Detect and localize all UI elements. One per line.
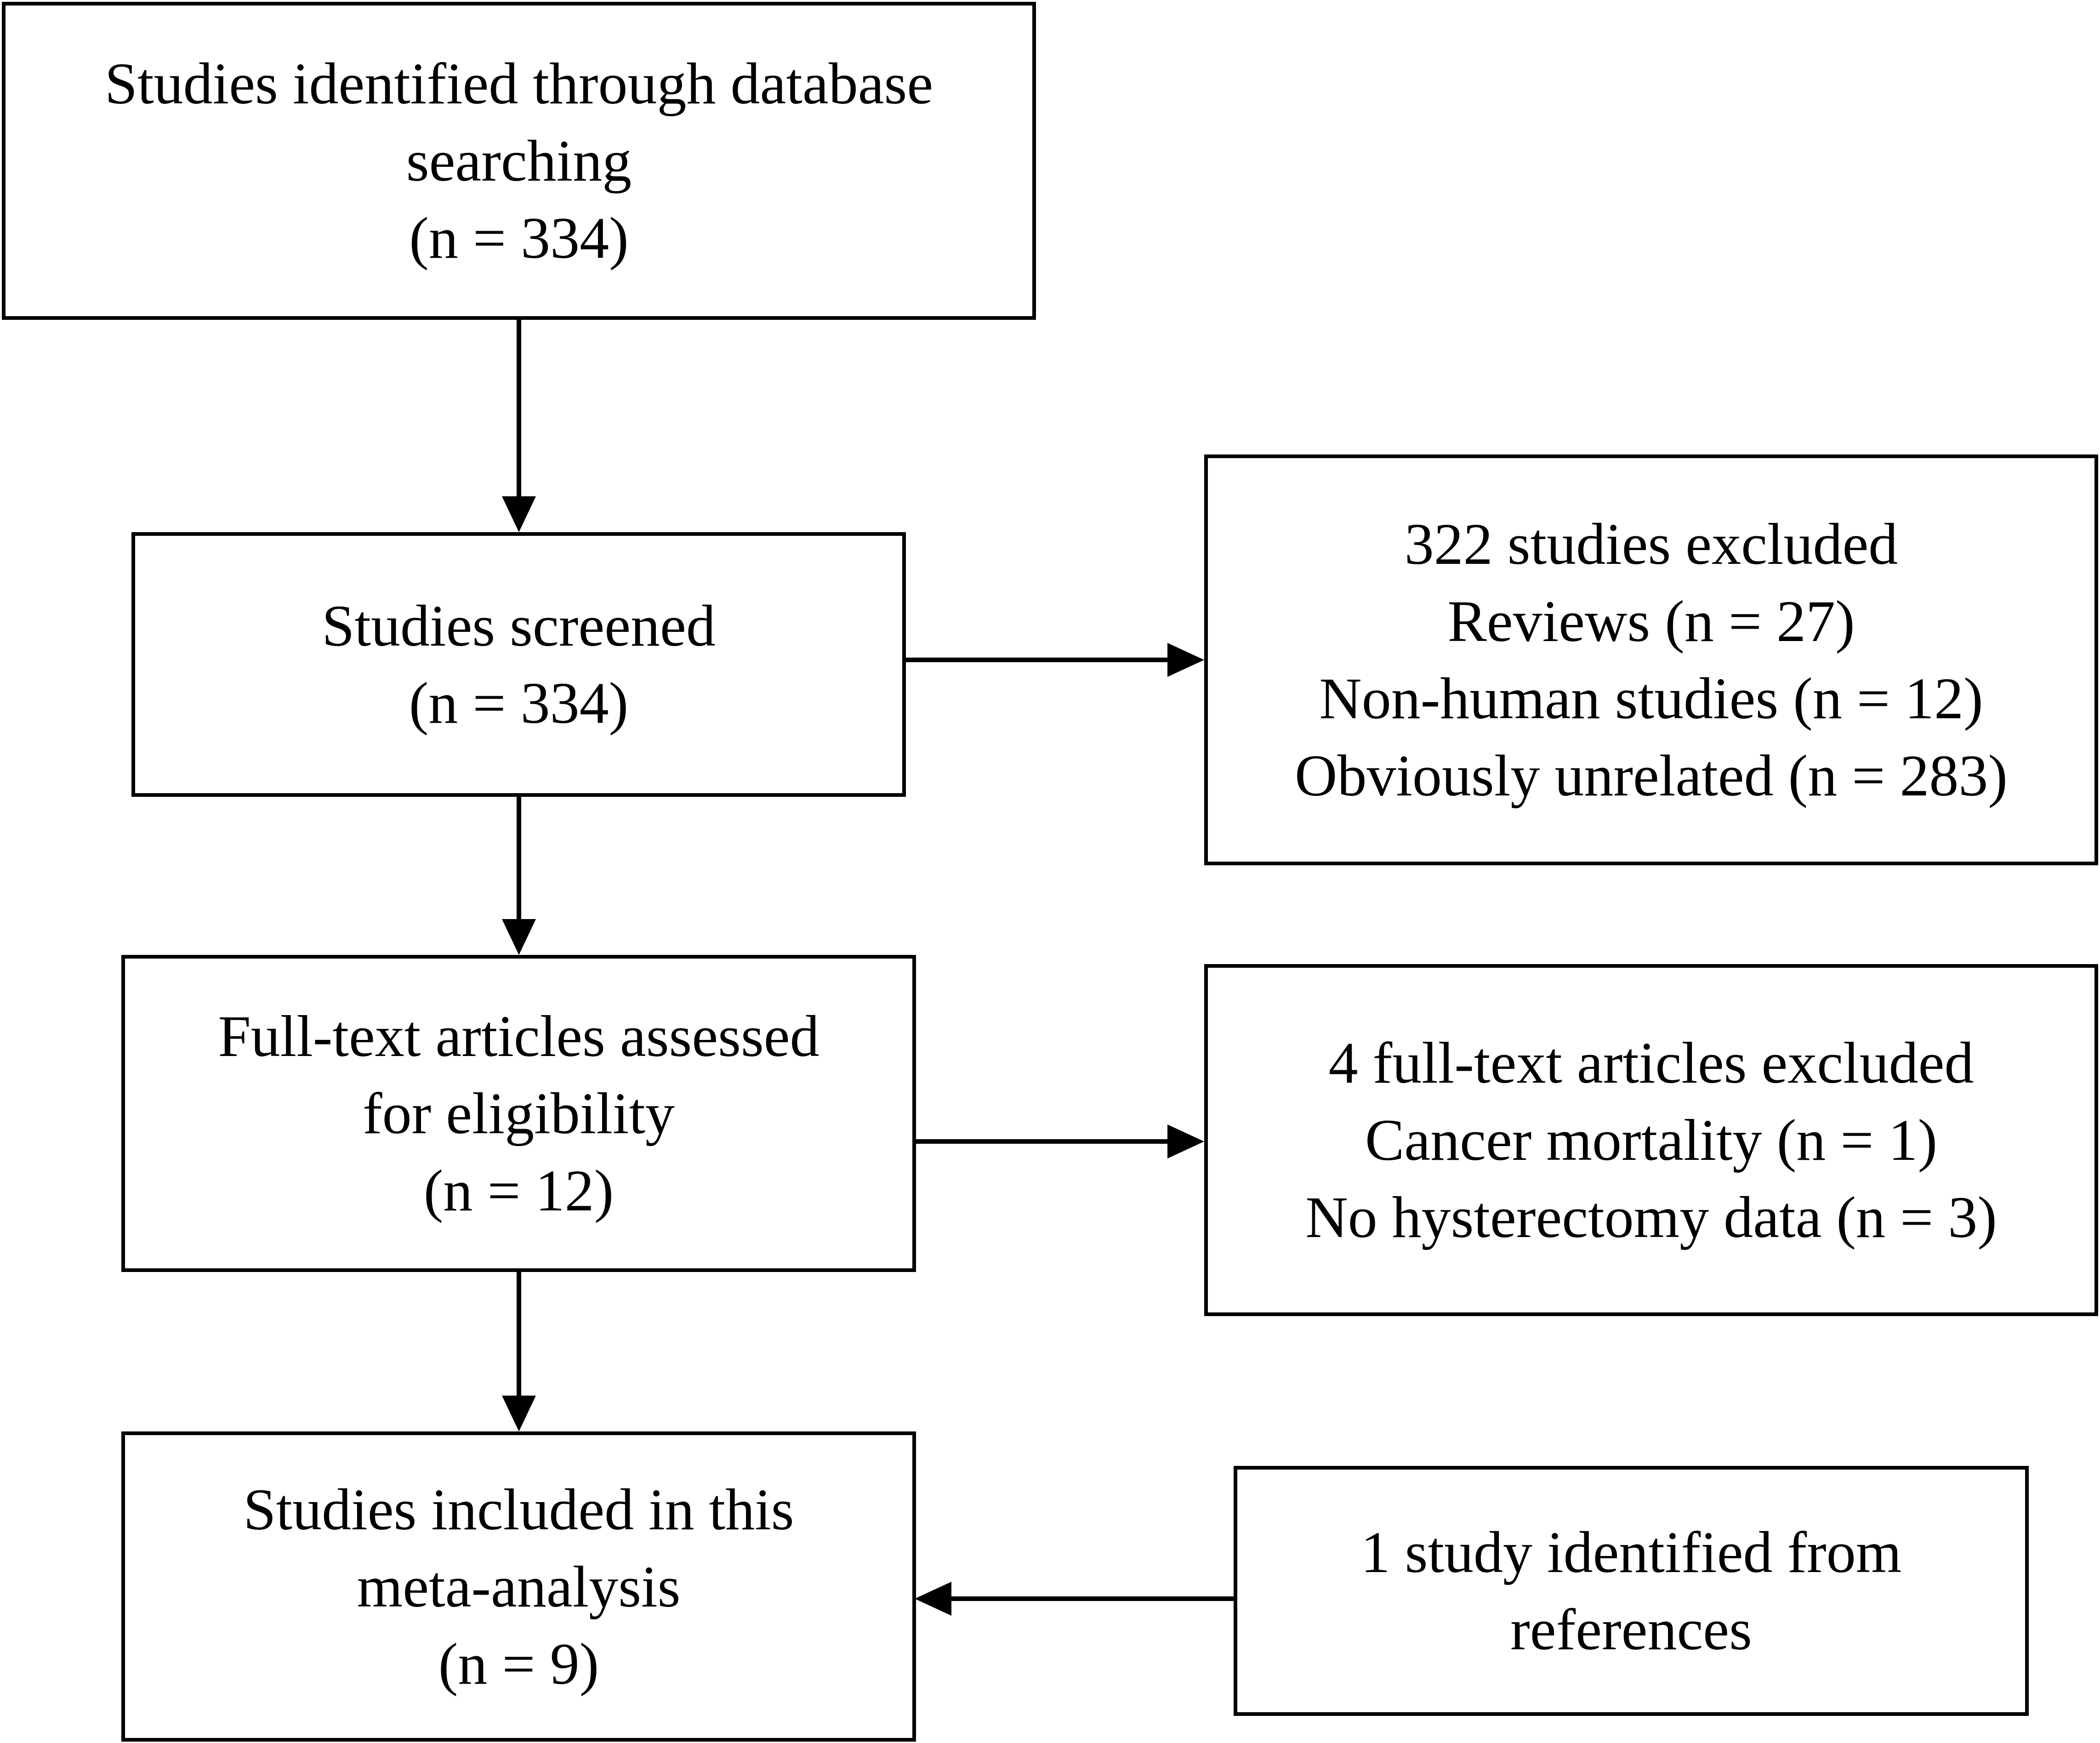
arrowhead-screened-to-excluded	[1167, 643, 1204, 677]
screened-line-2: (n = 334)	[409, 670, 629, 736]
screened-line-1: Studies screened	[322, 593, 716, 659]
excluded-screening-line-3: Non-human studies (n = 12)	[1319, 666, 1983, 731]
references-line-1: 1 study identified from	[1360, 1520, 1902, 1585]
screened-box: Studies screened (n = 334)	[131, 532, 906, 797]
fulltext-line-1: Full-text articles assessed	[218, 1004, 820, 1069]
arrowhead-identified-to-screened	[502, 496, 536, 532]
references-box: 1 study identified from references	[1234, 1466, 2029, 1716]
included-line-3: (n = 9)	[438, 1631, 599, 1697]
excluded-screening-line-2: Reviews (n = 27)	[1447, 589, 1855, 654]
arrowhead-references-to-included	[915, 1582, 951, 1616]
excluded-screening-box: 322 studies excluded Reviews (n = 27) No…	[1204, 454, 2098, 865]
identified-line-2: searching	[406, 128, 632, 193]
identified-line-3: (n = 334)	[409, 205, 629, 271]
arrowhead-fulltext-to-included	[502, 1396, 536, 1431]
excluded-fulltext-box: 4 full-text articles excluded Cancer mor…	[1204, 964, 2098, 1316]
excluded-fulltext-line-3: No hysterectomy data (n = 3)	[1305, 1185, 1997, 1250]
arrowhead-fulltext-to-excluded	[1167, 1124, 1204, 1158]
excluded-screening-line-1: 322 studies excluded	[1404, 511, 1898, 577]
identified-line-1: Studies identified through database	[104, 51, 933, 116]
identified-box: Studies identified through database sear…	[2, 2, 1036, 320]
excluded-fulltext-line-2: Cancer mortality (n = 1)	[1365, 1107, 1938, 1173]
excluded-fulltext-line-1: 4 full-text articles excluded	[1328, 1030, 1974, 1096]
excluded-screening-line-4: Obviously unrelated (n = 283)	[1295, 743, 2008, 808]
references-line-2: references	[1510, 1597, 1752, 1662]
included-line-2: meta-analysis	[357, 1554, 681, 1619]
arrowhead-screened-to-fulltext	[502, 919, 536, 955]
fulltext-line-3: (n = 12)	[423, 1158, 614, 1223]
included-box: Studies included in this meta-analysis (…	[121, 1431, 916, 1742]
fulltext-line-2: for eligibility	[363, 1081, 675, 1146]
included-line-1: Studies included in this	[243, 1476, 794, 1542]
fulltext-box: Full-text articles assessed for eligibil…	[121, 955, 916, 1272]
